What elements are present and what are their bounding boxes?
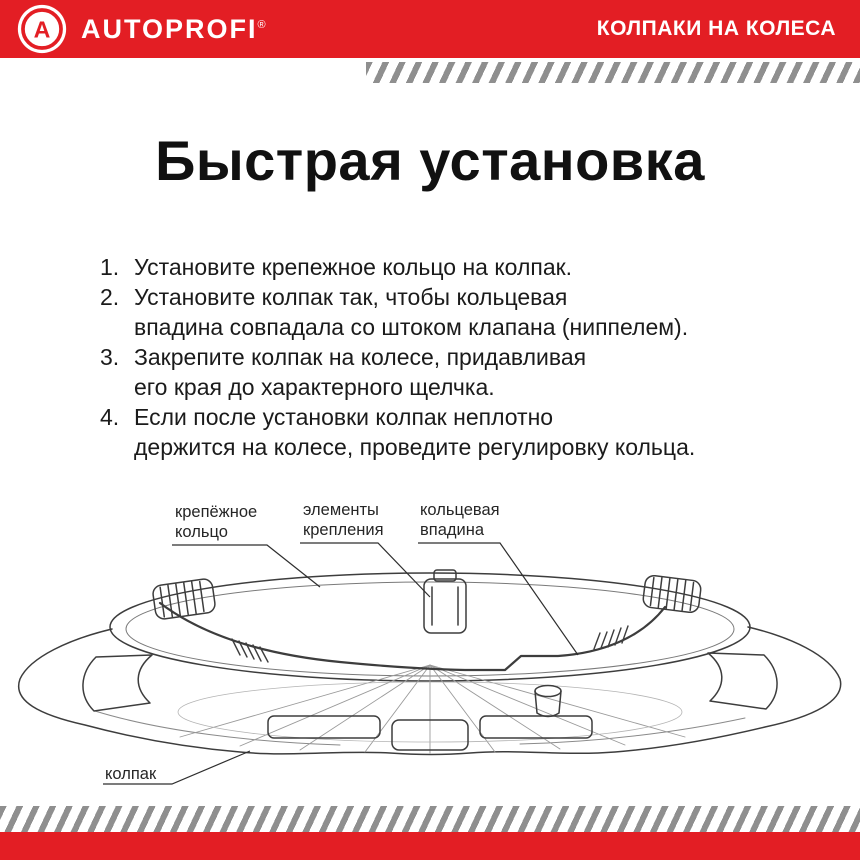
ring-coil-right — [593, 625, 629, 650]
right-clip — [642, 574, 702, 614]
leader-fixing-ring — [172, 544, 321, 588]
step-number: 1. — [100, 254, 120, 280]
leader-lines — [103, 542, 579, 785]
hubcap-body-contour — [94, 710, 746, 746]
step-number: 2. — [100, 284, 120, 310]
left-bracket — [82, 654, 153, 712]
instruction-step-2: 2. Установите колпак так, чтобы кольцева… — [100, 282, 800, 342]
mounting-ring-wire — [158, 601, 667, 672]
label-ring-groove-line1: кольцевая — [420, 501, 500, 519]
header-product-title: КОЛПАКИ НА КОЛЕСА — [596, 17, 836, 40]
center-clip — [423, 569, 467, 634]
label-fixing-ring-line1: крепёжное — [175, 503, 257, 521]
header: A AUTOPROFI® КОЛПАКИ НА КОЛЕСА — [0, 0, 860, 58]
inner-dish-ellipse — [177, 681, 683, 743]
instruction-step-1: 1. Установите крепежное кольцо на колпак… — [100, 252, 800, 282]
step-number: 3. — [100, 344, 120, 370]
ring-coil-left — [231, 638, 269, 663]
left-vent — [267, 715, 381, 739]
hazard-stripes-bottom — [0, 806, 860, 832]
label-mount-elements-line2: крепления — [303, 521, 384, 539]
step-number: 4. — [100, 404, 120, 430]
brand-name: AUTOPROFI® — [81, 14, 266, 45]
right-bracket — [707, 652, 778, 710]
autoprofi-logo-icon: A — [17, 4, 67, 54]
label-fixing-ring-line2: кольцо — [175, 523, 228, 541]
hazard-stripes-top — [366, 62, 860, 83]
label-ring-groove-line2: впадина — [420, 521, 485, 539]
center-tab — [391, 719, 469, 751]
page-title: Быстрая установка — [155, 129, 705, 192]
footer-bar — [0, 832, 860, 860]
registered-mark: ® — [257, 18, 266, 31]
leader-ring-groove — [418, 542, 579, 656]
hubcap-body-outline — [17, 626, 842, 756]
label-mount-elements-line1: элементы — [303, 501, 379, 519]
instruction-step-3: 3. Закрепите колпак на колесе, придавлив… — [100, 342, 800, 402]
leader-mount-elements — [300, 542, 431, 598]
hubcap-diagram: крепёжное кольцо элементы крепления коль… — [17, 501, 842, 785]
valve-stem — [534, 684, 562, 718]
left-clip — [152, 578, 216, 620]
label-cap: колпак — [105, 765, 157, 783]
logo-letter: A — [34, 16, 51, 42]
brand-text: AUTOPROFI — [81, 13, 258, 44]
leader-cap — [103, 750, 251, 785]
right-vent — [479, 715, 593, 739]
step-text: Установите крепежное кольцо на колпак. — [134, 254, 573, 280]
instruction-steps: 1. Установите крепежное кольцо на колпак… — [100, 252, 800, 462]
